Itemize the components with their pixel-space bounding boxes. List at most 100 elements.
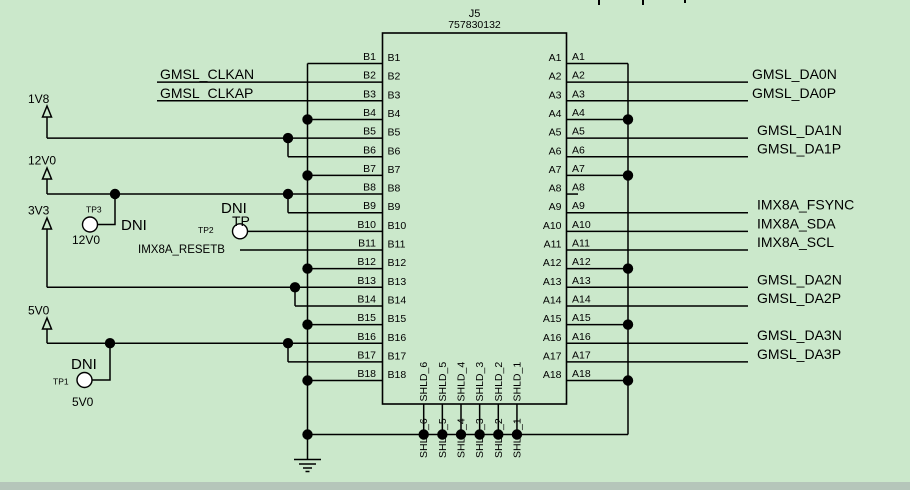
- testpoint-net: 5V0: [72, 395, 94, 409]
- pin-name-a12: A12: [543, 257, 562, 269]
- pin-name-b11: B11: [388, 239, 406, 251]
- testpoint-ref: TP2: [198, 225, 214, 235]
- pin-name-a7: A7: [549, 164, 562, 176]
- net-label-b15: B15: [357, 312, 376, 324]
- junction-dot: [302, 170, 313, 181]
- net-label-b11: B11: [358, 238, 376, 250]
- net-label-b6: B6: [363, 144, 376, 156]
- testpoint-tp2: DNI TP TP2: [198, 200, 250, 240]
- net-label-gmsl-da2p: GMSL_DA2P: [757, 290, 841, 306]
- testpoint-ref: TP1: [53, 377, 69, 387]
- junction-dot: [418, 429, 429, 440]
- pin-name-shld: SHLD_3: [474, 362, 486, 402]
- testpoint-tp3: TP3 DNI 12V0: [72, 194, 147, 247]
- junction-dot: [104, 338, 116, 349]
- net-label-b4: B4: [363, 107, 376, 119]
- pin-name-b18: B18: [388, 369, 407, 381]
- pin-name-b6: B6: [388, 145, 401, 157]
- junction-dot: [511, 429, 523, 440]
- pin-name-a2: A2: [549, 71, 562, 83]
- net-label-gmsl-da2n: GMSL_DA2N: [757, 271, 842, 287]
- power-1v8: 1V8: [28, 92, 53, 139]
- power-3v3: 3V3: [28, 204, 53, 288]
- junction-dot: [282, 188, 294, 200]
- net-label-a8: A8: [572, 182, 585, 194]
- junction-dot: [302, 114, 313, 125]
- power-5v0: 5V0: [28, 304, 53, 344]
- net-label-b8: B8: [363, 182, 376, 194]
- net-label-a9: A9: [572, 200, 585, 212]
- pin-name-a17: A17: [543, 350, 562, 362]
- top-cutoff-mark: [684, 0, 686, 3]
- net-label-a13: A13: [572, 275, 591, 287]
- net-label-a17: A17: [572, 349, 591, 361]
- net-label-gmsl-da1p: GMSL_DA1P: [757, 141, 841, 157]
- net-label-a2: A2: [572, 70, 585, 82]
- junction-dot: [282, 132, 294, 144]
- net-label-a4: A4: [572, 107, 585, 119]
- net-label-a18: A18: [572, 368, 591, 380]
- junction-dot: [302, 375, 313, 386]
- pin-name-a3: A3: [549, 89, 562, 101]
- pin-name-a18: A18: [543, 369, 562, 381]
- power-12v0: 12V0: [28, 154, 56, 194]
- junction-dot: [622, 114, 634, 125]
- net-label-b3: B3: [363, 88, 376, 100]
- testpoint-pad: [81, 216, 99, 233]
- net-label-a6: A6: [572, 144, 585, 156]
- pin-name-a9: A9: [549, 201, 562, 213]
- junction-dot: [493, 429, 504, 440]
- net-label-a12: A12: [572, 256, 591, 268]
- net-label-b9: B9: [363, 200, 376, 212]
- footer-strip: [0, 482, 910, 490]
- junction-dot: [109, 188, 121, 200]
- pin-name-b1: B1: [388, 52, 401, 64]
- pin-name-b16: B16: [388, 332, 407, 344]
- pin-name-a5: A5: [549, 127, 562, 139]
- net-label-gmsl-da0p: GMSL_DA0P: [752, 85, 836, 101]
- net-label-b7: B7: [363, 163, 376, 175]
- net-label-shld: SHLD_6: [418, 418, 430, 458]
- net-label-imx8a-resetb: IMX8A_RESETB: [138, 244, 225, 256]
- junction-dot: [622, 170, 634, 181]
- net-label-a7: A7: [572, 163, 585, 175]
- net-label-b12: B12: [357, 256, 376, 268]
- junction-dot: [302, 429, 313, 440]
- pin-name-b2: B2: [388, 71, 401, 83]
- connector-refdes: J5: [469, 8, 481, 20]
- junction-dot: [622, 263, 634, 274]
- top-cutoff-mark: [598, 0, 600, 5]
- net-label-gmsl-da3n: GMSL_DA3N: [757, 327, 842, 343]
- net-label-gmsl-da1n: GMSL_DA1N: [757, 122, 842, 138]
- dni-note: DNI: [221, 200, 247, 217]
- pin-name-a10: A10: [543, 220, 562, 232]
- junction-dot: [289, 282, 301, 293]
- dni-note: DNI: [71, 356, 97, 373]
- junction-dot: [437, 429, 448, 440]
- net-label-a15: A15: [572, 312, 591, 324]
- net-label-b5: B5: [363, 126, 376, 138]
- net-label-b10: B10: [357, 219, 376, 231]
- testpoint-ref: TP3: [86, 205, 102, 215]
- pin-name-b17: B17: [388, 350, 407, 362]
- net-label-a16: A16: [572, 331, 591, 343]
- pin-name-shld: SHLD_6: [418, 362, 430, 402]
- net-label-b18: B18: [357, 368, 376, 380]
- junction-dot: [302, 263, 313, 274]
- junction-dot: [474, 429, 485, 440]
- power-net-label: 1V8: [28, 92, 50, 106]
- pin-name-b9: B9: [388, 201, 401, 213]
- tp-label: TP: [232, 213, 250, 229]
- pin-name-b4: B4: [388, 108, 401, 120]
- pin-name-shld: SHLD_4: [456, 362, 468, 402]
- net-label-gmsl-da3p: GMSL_DA3P: [757, 346, 841, 362]
- pin-name-a4: A4: [549, 108, 562, 120]
- net-label-shld: SHLD_5: [437, 418, 449, 458]
- pin-name-b3: B3: [388, 89, 401, 101]
- net-label-a11: A11: [572, 238, 590, 250]
- net-label-imx8a-fsync: IMX8A_FSYNC: [757, 197, 854, 213]
- net-label-a10: A10: [572, 219, 591, 231]
